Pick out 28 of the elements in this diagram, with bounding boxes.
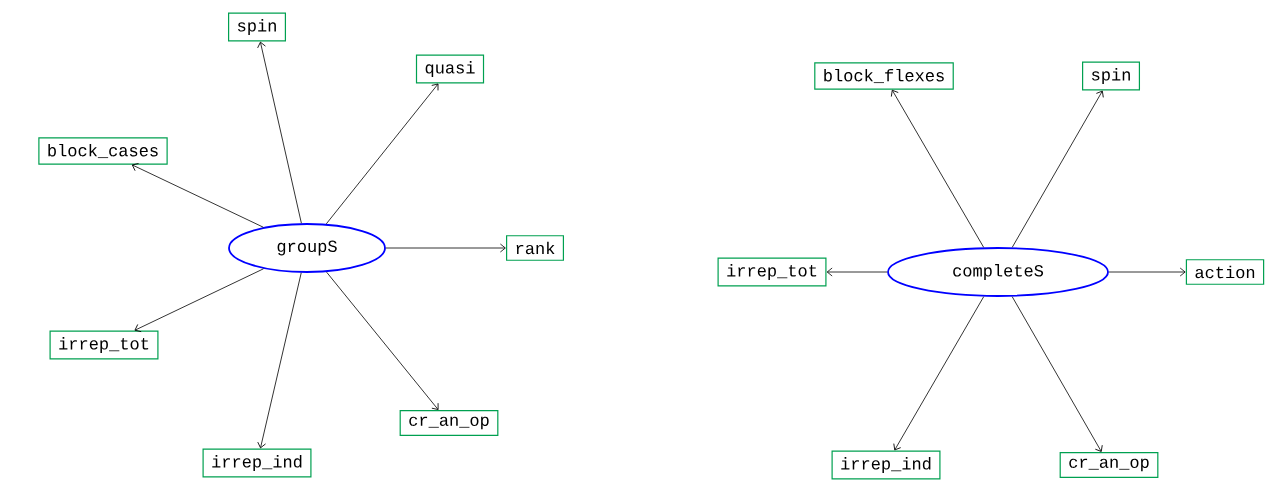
arrow <box>1011 90 1104 248</box>
ellipse-node: groupS <box>228 223 386 273</box>
text-box: cr_an_op <box>1059 452 1159 478</box>
arrow <box>131 163 264 228</box>
text-box: action <box>1185 259 1265 285</box>
text-box: block_cases <box>38 137 168 165</box>
text-box: rank <box>506 235 564 261</box>
arrow <box>257 272 302 449</box>
text-box: spin <box>1082 61 1140 91</box>
arrow <box>826 267 888 277</box>
arrow <box>893 296 985 451</box>
arrow <box>257 41 302 224</box>
arrow <box>326 271 439 410</box>
text-box: irrep_tot <box>717 257 827 287</box>
text-box: irrep_tot <box>49 330 159 360</box>
ellipse-node: completeS <box>887 247 1109 297</box>
arrow <box>1108 267 1186 277</box>
text-box: spin <box>228 12 286 42</box>
text-box: quasi <box>415 54 485 84</box>
arrow <box>325 83 439 225</box>
text-box: irrep_ind <box>831 450 941 480</box>
text-box: irrep_ind <box>202 448 312 478</box>
arrow <box>890 89 985 248</box>
arrow <box>385 243 506 253</box>
arrow <box>134 268 264 333</box>
text-box: block_flexes <box>814 62 954 90</box>
arrow <box>1011 296 1103 452</box>
text-box: cr_an_op <box>399 410 499 436</box>
